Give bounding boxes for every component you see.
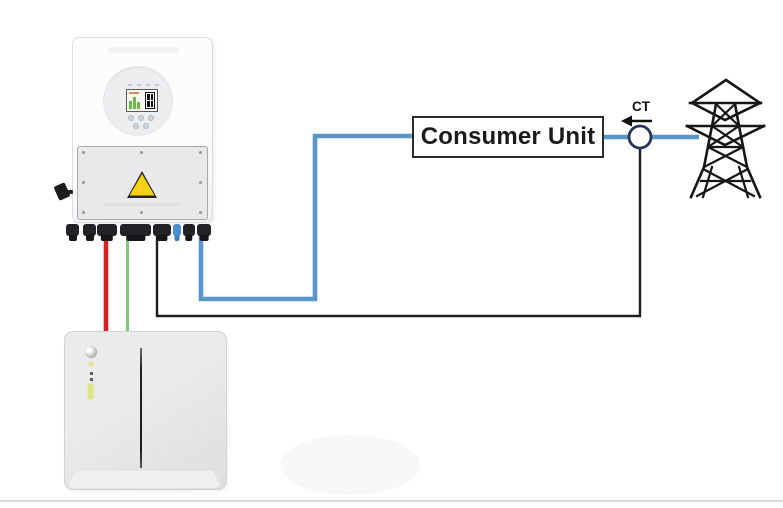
load-port: [183, 224, 195, 236]
inverter-indicator-leds: [128, 84, 162, 86]
lightning-bolt-icon: ⚡: [135, 182, 149, 195]
bottom-divider: [0, 500, 783, 502]
pv-connector-2: [83, 224, 96, 236]
ct-clamp-icon: [627, 124, 653, 150]
ac-wire-inverter-to-consumer-unit: [198, 133, 412, 302]
inverter-wiring-cover: ⚡: [77, 146, 208, 220]
battery-led-indicator: [89, 362, 93, 366]
warning-triangle-icon: ⚡: [127, 171, 157, 198]
battery-positive-port: [97, 224, 117, 236]
inverter-lcd-screen: [126, 89, 158, 112]
battery-panel-seam: [140, 348, 142, 468]
battery: [64, 331, 227, 490]
battery-led-dot-1: [90, 372, 93, 375]
ct-label: CT: [632, 99, 650, 114]
comm-port: [173, 224, 181, 236]
grid-ac-port: [197, 224, 211, 236]
cover-label-emboss: [104, 203, 180, 206]
battery-negative-port: [120, 224, 151, 236]
background-watermark: [280, 435, 420, 495]
ct-signal-wire: [155, 148, 642, 318]
consumer-unit-label: Consumer Unit: [420, 123, 596, 150]
lcd-status-grid: [145, 92, 155, 109]
battery-soc-bar: [88, 384, 93, 399]
ct-port: [153, 224, 171, 236]
battery-base: [67, 471, 222, 488]
inverter: ⚡: [53, 37, 213, 236]
battery-led-dot-2: [90, 378, 93, 381]
grid-pylon-icon: [685, 78, 766, 199]
consumer-unit-box: Consumer Unit: [412, 116, 604, 158]
battery-power-knob: [85, 346, 97, 358]
ct-arrow-icon: [621, 115, 632, 127]
inverter-logo-emboss: [107, 47, 179, 53]
pv-connector-1: [66, 224, 79, 236]
lcd-chart-graphic: [127, 90, 143, 111]
